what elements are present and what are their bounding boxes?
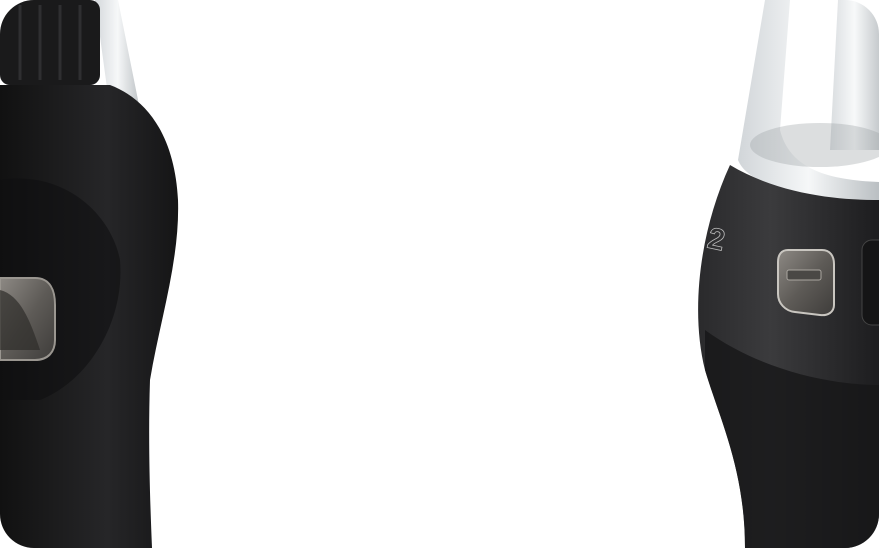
right-device: 2	[698, 0, 879, 548]
left-device	[0, 0, 179, 548]
right-side-panel	[861, 239, 879, 326]
right-power-button	[777, 249, 835, 317]
left-glass	[95, 0, 140, 110]
right-logo: 2	[705, 222, 728, 258]
right-glass-tube	[830, 0, 879, 150]
right-glass-chamber	[738, 0, 879, 200]
left-knurled-cap	[0, 0, 100, 85]
